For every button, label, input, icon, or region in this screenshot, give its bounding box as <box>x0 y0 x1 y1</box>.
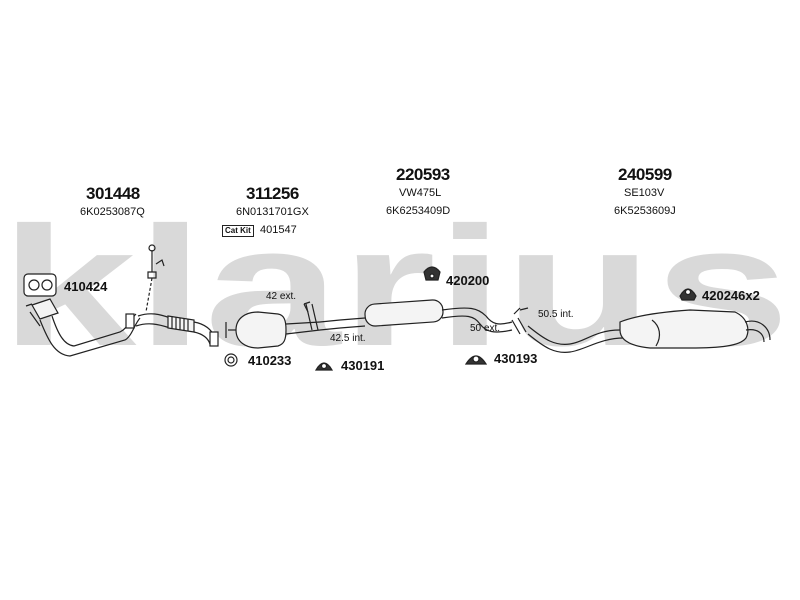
part-number-240599: 240599 <box>618 165 672 184</box>
accessory-430193: 430193 <box>494 351 538 366</box>
accessory-420246x2: 420246x2 <box>702 288 760 303</box>
hanger-430193-icon <box>464 355 488 365</box>
oem-number-4: 6K5253609J <box>614 205 676 217</box>
flex-pipe-icon <box>167 315 219 347</box>
hanger-430191-icon <box>314 362 334 371</box>
oem-number-3: 6K6253409D <box>386 205 451 217</box>
ring-410233-icon <box>224 353 238 367</box>
part-number-311256: 311256 <box>246 184 299 203</box>
dimension-42-5-int: 42.5 int. <box>330 333 366 344</box>
dimension-50-ext: 50 ext. <box>470 323 501 334</box>
part-number-220593: 220593 <box>396 165 450 184</box>
dimension-42-ext: 42 ext. <box>266 291 297 302</box>
hanger-420246-icon <box>679 288 697 301</box>
accessory-430191: 430191 <box>341 358 385 373</box>
part-number-301448: 301448 <box>86 184 140 203</box>
oem-number-1: 6K0253087Q <box>80 206 145 218</box>
joint-marker-2-icon <box>511 307 529 335</box>
oem-number-2: 6N0131701GX <box>236 206 309 218</box>
lambda-sensor-icon <box>145 244 165 313</box>
catalytic-converter-icon <box>225 311 321 349</box>
alt-number-4: SE103V <box>624 187 665 199</box>
rear-silencer-icon <box>527 309 771 353</box>
centre-silencer-icon <box>339 299 513 333</box>
watermark-text: klarius <box>0 192 790 382</box>
accessory-410233: 410233 <box>248 353 292 368</box>
cat-kit-badge: Cat Kit <box>222 225 254 237</box>
alt-number-3: VW475L <box>399 187 442 199</box>
cat-kit-part: 401547 <box>260 224 297 236</box>
joint-marker-1-icon <box>303 301 341 331</box>
accessory-420200: 420200 <box>446 273 490 288</box>
accessory-410424: 410424 <box>64 279 108 294</box>
front-gasket-icon <box>23 273 57 297</box>
front-downpipe-icon <box>25 298 171 357</box>
hanger-420200-icon <box>423 266 441 281</box>
dimension-50-5-int: 50.5 int. <box>538 309 574 320</box>
